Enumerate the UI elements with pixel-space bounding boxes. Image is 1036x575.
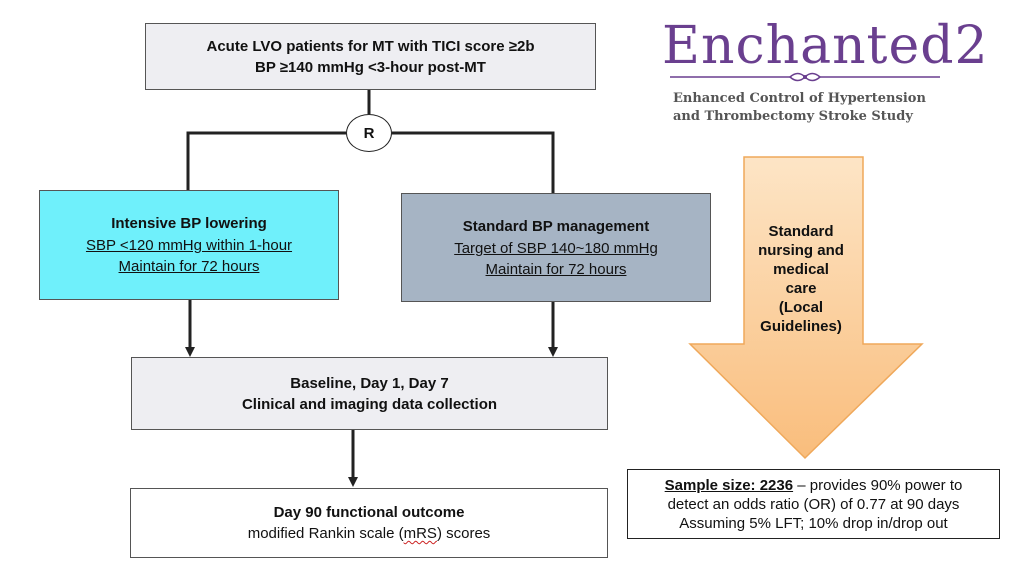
outcome-box: Day 90 functional outcome modified Ranki… xyxy=(130,488,608,558)
sample-size-line3: Assuming 5% LFT; 10% drop in/drop out xyxy=(679,514,948,532)
eligibility-line1: Acute LVO patients for MT with TICI scor… xyxy=(206,37,535,55)
sample-size-label: Sample size: 2236 xyxy=(664,476,794,494)
connector-r-to-standard xyxy=(392,131,555,193)
standard-arm-duration: Maintain for 72 hours xyxy=(485,260,627,278)
outcome-title: Day 90 functional outcome xyxy=(273,504,465,521)
sample-size-line1: Sample size: 2236 – provides 90% power t… xyxy=(665,476,963,495)
logo-subtitle: Enhanced Control of Hypertension and Thr… xyxy=(673,90,926,126)
sample-size-box: Sample size: 2236 – provides 90% power t… xyxy=(627,469,1000,539)
eligibility-box: Acute LVO patients for MT with TICI scor… xyxy=(145,23,596,90)
intensive-arm-duration: Maintain for 72 hours xyxy=(118,258,260,275)
data-collection-box: Baseline, Day 1, Day 7 Clinical and imag… xyxy=(131,357,608,430)
standard-care-line3: medical xyxy=(773,261,829,278)
connector-r-to-intensive xyxy=(186,131,346,190)
outcome-measure-abbr: mRS xyxy=(403,525,437,542)
logo-subtitle-line1: Enhanced Control of Hypertension xyxy=(673,91,926,106)
data-collection-timepoints: Baseline, Day 1, Day 7 xyxy=(290,374,449,392)
outcome-measure: modified Rankin scale (mRS) scores xyxy=(248,523,491,544)
randomization-node: R xyxy=(346,114,392,152)
sample-size-power: – provides 90% power to xyxy=(793,476,963,494)
data-collection-description: Clinical and imaging data collection xyxy=(241,395,498,413)
randomization-label: R xyxy=(363,124,375,142)
logo-name: Enchanted2 xyxy=(662,16,989,76)
intensive-arm-box: Intensive BP lowering SBP <120 mmHg with… xyxy=(39,190,339,300)
standard-care-line6: Guidelines) xyxy=(760,318,842,335)
sample-size-line2: detect an odds ratio (OR) of 0.77 at 90 … xyxy=(667,495,960,513)
logo-ornament xyxy=(670,72,940,82)
outcome-measure-post: ) scores xyxy=(436,525,491,542)
study-logo: Enchanted2 Enhanced Control of Hypertens… xyxy=(655,8,988,138)
intensive-arm-target: SBP <120 mmHg within 1-hour xyxy=(85,237,293,254)
standard-care-label: Standard nursing and medical care (Local… xyxy=(746,222,856,336)
standard-arm-box: Standard BP management Target of SBP 140… xyxy=(401,193,711,302)
standard-care-line5: (Local xyxy=(778,299,824,316)
standard-arm-title: Standard BP management xyxy=(462,217,650,235)
standard-care-line2: nursing and xyxy=(758,242,844,259)
logo-subtitle-line2: and Thrombectomy Stroke Study xyxy=(673,109,913,124)
standard-arm-target: Target of SBP 140~180 mmHg xyxy=(454,239,658,257)
standard-care-line1: Standard xyxy=(768,223,834,240)
intensive-arm-title: Intensive BP lowering xyxy=(111,215,267,232)
standard-care-line4: care xyxy=(785,280,817,297)
outcome-measure-pre: modified Rankin scale ( xyxy=(247,525,404,542)
eligibility-line2: BP ≥140 mmHg <3-hour post-MT xyxy=(255,58,486,76)
standard-care-arrow xyxy=(688,156,924,460)
